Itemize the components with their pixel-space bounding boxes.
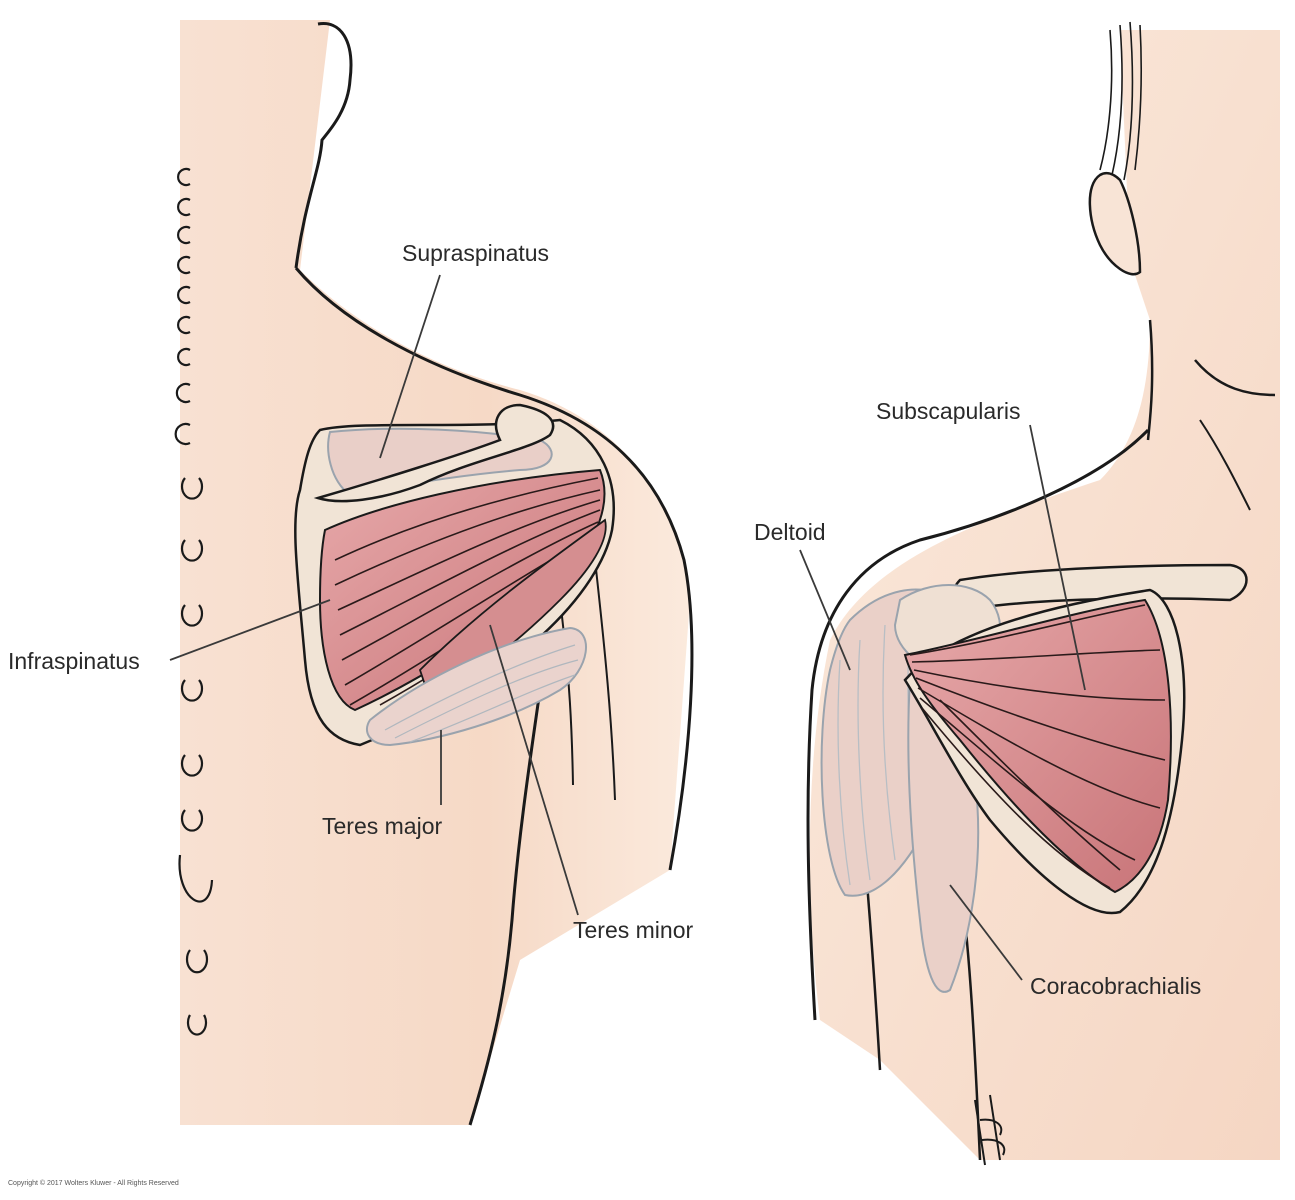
label-deltoid: Deltoid (754, 519, 826, 545)
teres-major-fibers (384, 644, 579, 743)
label-teres-minor: Teres minor (573, 917, 694, 943)
leader-infraspinatus (169, 599, 331, 661)
shoulder-outline (294, 267, 694, 871)
label-supraspinatus: Supraspinatus (402, 240, 550, 266)
leader-teres-minor (489, 624, 579, 916)
leader-coracobrachialis (949, 884, 1023, 981)
artist-signature (974, 1094, 1006, 1166)
neck-muscle-line (1199, 419, 1251, 511)
anterior-view-figure (806, 21, 1280, 1166)
ear (1088, 171, 1142, 276)
spine-vertebrae (174, 167, 214, 1036)
hair-strands (1099, 21, 1142, 181)
leader-deltoid (799, 549, 851, 671)
acromion-bone (313, 403, 555, 503)
label-coracobrachialis: Coracobrachialis (1030, 973, 1202, 999)
leader-supraspinatus (379, 274, 441, 459)
label-subscapularis: Subscapularis (876, 398, 1021, 424)
neck-outline (294, 22, 353, 269)
subscapularis-muscle (903, 598, 1172, 894)
arm-inner-line (559, 599, 574, 786)
leader-subscapularis (1029, 424, 1086, 691)
leader-lines (169, 274, 1086, 981)
posterior-view-figure (174, 20, 694, 1126)
teres-major-muscle (365, 626, 587, 747)
subscapularis-fibers (909, 604, 1166, 889)
shoulder-front-outline (806, 428, 1150, 1021)
neck-front-line (1146, 319, 1154, 441)
copyright-notice: Copyright © 2017 Wolters Kluwer - All Ri… (8, 1180, 179, 1187)
jaw-line (1194, 359, 1276, 397)
label-teres-major: Teres major (322, 813, 443, 839)
arm-inner-line-2 (594, 559, 616, 801)
label-infraspinatus: Infraspinatus (8, 648, 140, 674)
